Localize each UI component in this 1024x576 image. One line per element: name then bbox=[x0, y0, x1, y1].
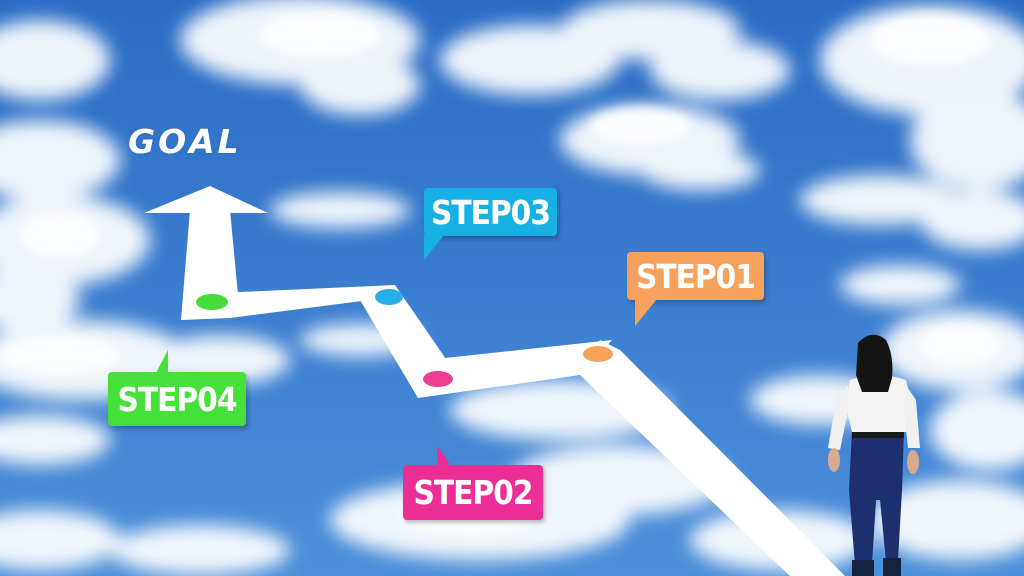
goal-label: GOAL bbox=[128, 122, 242, 161]
step01-bubble: STEP01 bbox=[627, 252, 764, 326]
step04-marker bbox=[196, 294, 228, 310]
step03-bubble: STEP03 bbox=[424, 188, 557, 260]
step01-marker bbox=[583, 346, 613, 362]
step02-marker bbox=[423, 371, 453, 387]
step03-marker bbox=[375, 289, 403, 305]
step02-bubble: STEP02 bbox=[403, 445, 543, 520]
step04-bubble: STEP04 bbox=[108, 350, 246, 426]
